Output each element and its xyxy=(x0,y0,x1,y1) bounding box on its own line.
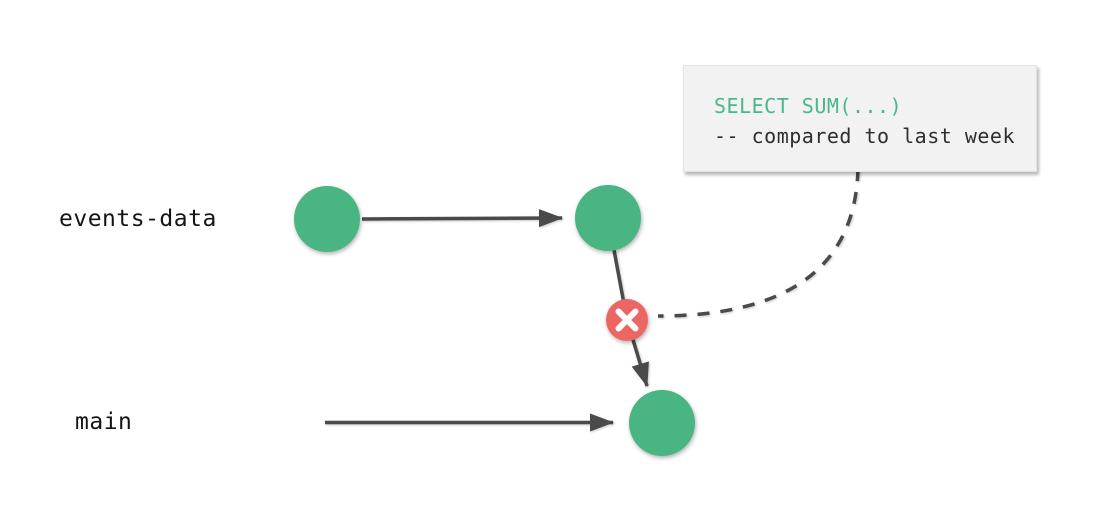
commit-node-events-data-1 xyxy=(294,186,360,252)
commit-arrow-events-data xyxy=(361,209,563,228)
x-icon xyxy=(615,308,639,332)
commit-node-events-data-2 xyxy=(575,185,641,251)
sql-query-line: SELECT SUM(...) xyxy=(714,94,903,118)
branch-label-main: main xyxy=(75,409,133,435)
sql-tooltip: SELECT SUM(...) -- compared to last week xyxy=(683,65,1037,172)
commit-node-main xyxy=(629,390,695,456)
tooltip-connector-dashed xyxy=(657,168,860,318)
branch-label-events-data: events-data xyxy=(59,206,217,232)
sql-comment-line: -- compared to last week xyxy=(714,124,1015,148)
merge-error-badge xyxy=(606,299,648,341)
